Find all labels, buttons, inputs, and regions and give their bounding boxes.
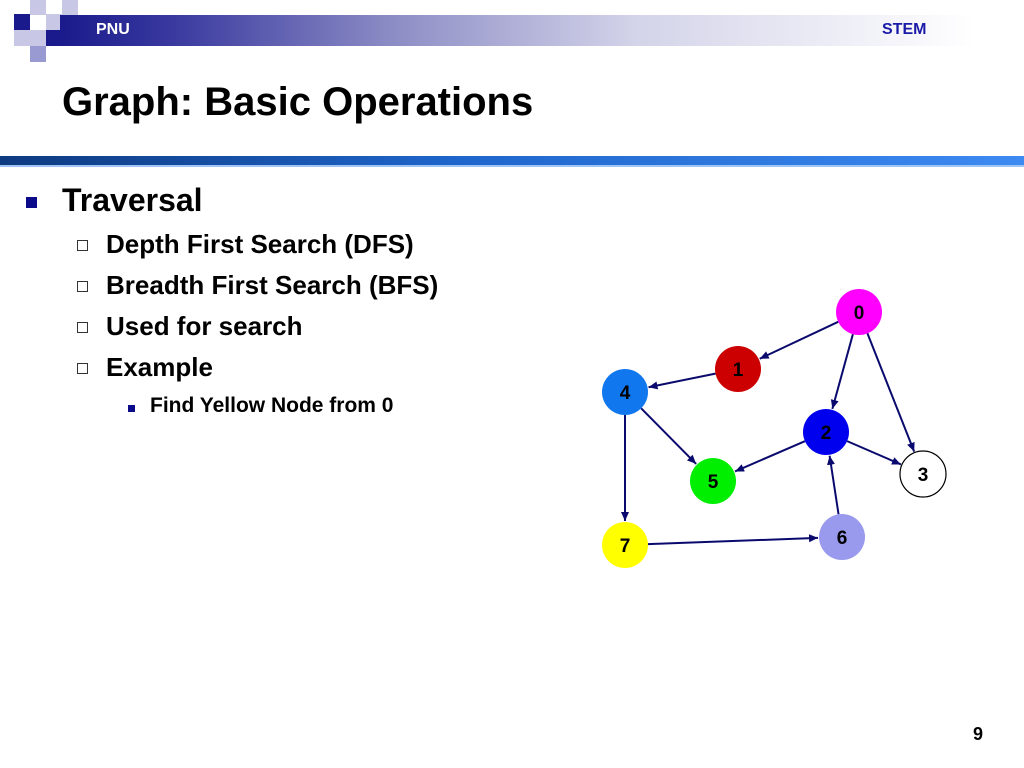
graph-edges [621,320,916,546]
graph-node-label: 7 [620,536,631,557]
header-right-label: STEM [882,21,927,38]
edge-2-to-5 [734,440,806,473]
graph-node-label: 2 [821,423,832,444]
graph-node-circle [836,289,882,335]
header-left-label: PNU [96,21,130,38]
graph-node-circle [602,369,648,415]
edge-0-to-1 [759,320,839,360]
edge-7-to-6 [647,534,819,546]
graph-node-label: 0 [854,303,865,324]
graph-node-label: 5 [708,472,719,493]
graph-node-label: 6 [837,528,848,549]
slide-title: Graph: Basic Operations [62,80,534,124]
graph-node-circle [819,514,865,560]
edge-0-to-2 [830,333,854,410]
graph-node-circle [899,450,947,498]
graph-node-label: 3 [918,465,929,486]
logo-squares [0,0,80,62]
bullet-used-for-search: Used for search [106,311,303,341]
graph-node-4: 4 [602,369,648,415]
graph-node-3: 3 [899,450,947,498]
bullet-hollow-square-icon [77,281,88,292]
edge-2-to-3 [846,440,902,466]
edge-4-to-5 [640,407,697,465]
bullet-dfs: Depth First Search (DFS) [106,229,414,259]
edge-0-to-3 [866,333,916,453]
bullet-hollow-square-icon [77,240,88,251]
title-underline-highlight [0,165,1024,167]
graph-node-circle [803,409,849,455]
graph-nodes: 0 1 2 3 4 5 6 7 [602,289,947,568]
title-underline-bar [0,156,1024,165]
page-number: 9 [973,724,984,744]
graph-node-1: 1 [715,346,761,392]
graph-node-label: 1 [733,360,744,381]
bullet-find-yellow-node: Find Yellow Node from 0 [150,394,394,417]
graph-node-0: 0 [836,289,882,335]
bullet-hollow-square-icon [77,363,88,374]
graph-node-7: 7 [602,522,648,568]
graph-node-5: 5 [690,458,736,504]
bullet-traversal: Traversal [62,182,203,218]
edge-1-to-4 [648,372,716,390]
bullet-square-icon [26,197,37,208]
bullet-example: Example [106,352,213,382]
graph-node-label: 4 [620,383,631,404]
graph-node-circle [602,522,648,568]
graph-node-circle [715,346,761,392]
edge-6-to-2 [827,455,840,515]
graph-node-2: 2 [803,409,849,455]
graph-node-circle [690,458,736,504]
header-band [60,15,1024,46]
bullet-small-square-icon [128,405,135,412]
graph-node-6: 6 [819,514,865,560]
bullet-hollow-square-icon [77,322,88,333]
bullet-bfs: Breadth First Search (BFS) [106,270,439,300]
